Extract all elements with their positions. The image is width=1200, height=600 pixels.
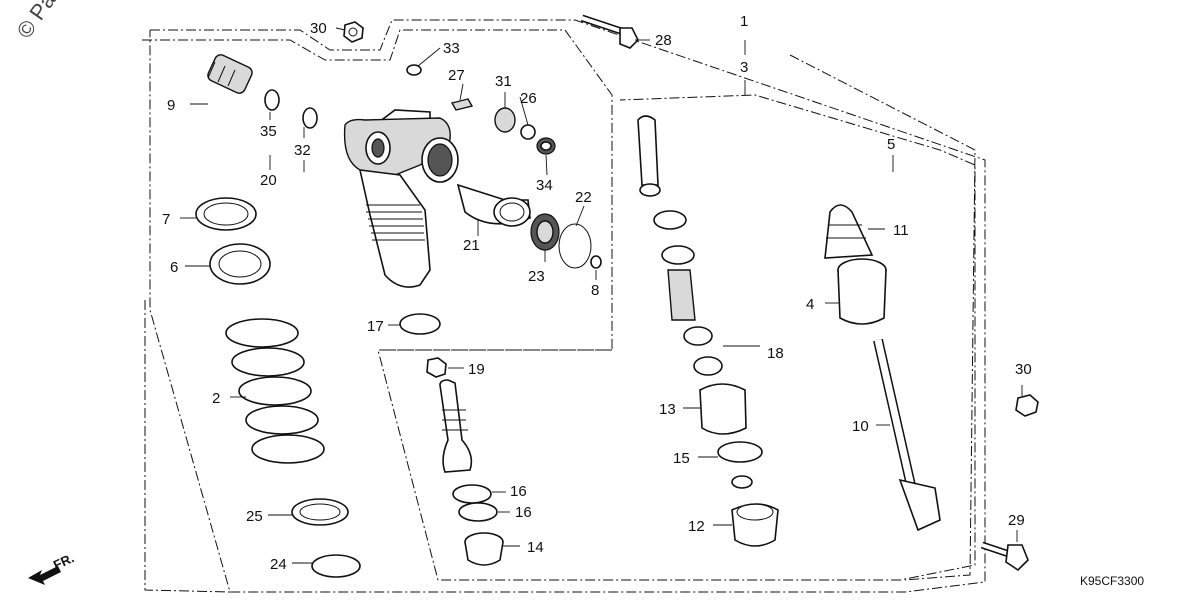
spring-seat-25 [291,498,349,526]
callout-4: 4 [806,296,814,313]
callout-3: 3 [740,59,748,76]
bolt-28 [580,14,639,49]
callout-16b: 16 [515,504,532,521]
callout-27: 27 [448,67,465,84]
spring-2 [225,318,325,464]
callout-2: 2 [212,390,220,407]
o-ring-32 [302,107,318,129]
bushing-9 [207,54,253,94]
callout-26: 26 [520,90,537,107]
label-27 [450,98,474,111]
callout-12: 12 [688,518,705,535]
bushing-31-26 [494,107,556,155]
front-arrow-icon [28,566,61,585]
locknut-6 [209,243,271,285]
leader-lines [180,27,1023,564]
o-rings-16 [452,484,498,522]
nut-19 [426,357,447,378]
callout-17: 17 [367,318,384,335]
diagram-code: K95CF3300 [1080,574,1144,588]
callout-8: 8 [591,282,599,299]
callout-9: 9 [167,97,175,114]
front-label: FR. [51,550,76,572]
callout-31: 31 [495,73,512,90]
callout-23: 23 [528,268,545,285]
callout-6: 6 [170,259,178,276]
callout-14: 14 [527,539,544,556]
callout-labels: 1 3 28 30 33 27 31 26 9 35 32 20 34 22 7… [162,13,1032,573]
bushing-14 [464,532,504,566]
callout-25: 25 [246,508,263,525]
dust-boot-11 [824,204,874,259]
assembly-boundaries [142,19,986,593]
seal-23-22 [530,213,602,269]
bolt-29 [980,541,1029,572]
callout-19: 19 [468,361,485,378]
callout-18: 18 [767,345,784,362]
o-ring-35 [264,89,280,111]
callout-32: 32 [294,142,311,159]
front-direction-marker: FR. [28,550,76,585]
callout-30-top: 30 [310,20,327,37]
callout-15: 15 [673,450,690,467]
callout-10: 10 [852,418,869,435]
copyright-watermark: © Pa [12,0,61,43]
o-ring-33 [406,64,422,76]
callout-29: 29 [1008,512,1025,529]
callout-22: 22 [575,189,592,206]
callout-16a: 16 [510,483,527,500]
callout-35: 35 [260,123,277,140]
callout-30-right: 30 [1015,361,1032,378]
callout-24: 24 [270,556,287,573]
valve-stack [637,115,779,547]
nut-30-right [1015,394,1039,417]
locknut-7 [195,197,257,231]
circlip-17 [399,313,441,335]
piston-rod-10 [873,338,941,532]
callout-33: 33 [443,40,460,57]
callout-34: 34 [536,177,553,194]
callout-7: 7 [162,211,170,228]
callout-20: 20 [260,172,277,189]
stopper-ring-24 [311,554,361,578]
callout-28: 28 [655,32,672,49]
bump-rubber [439,379,473,473]
callout-11: 11 [893,222,909,239]
callout-1: 1 [740,13,748,30]
shock-body [343,109,531,288]
callout-5: 5 [887,136,895,153]
callout-13: 13 [659,401,676,418]
rod-cover-4 [837,258,887,325]
callout-21: 21 [463,237,480,254]
nut-30-top [343,21,364,43]
